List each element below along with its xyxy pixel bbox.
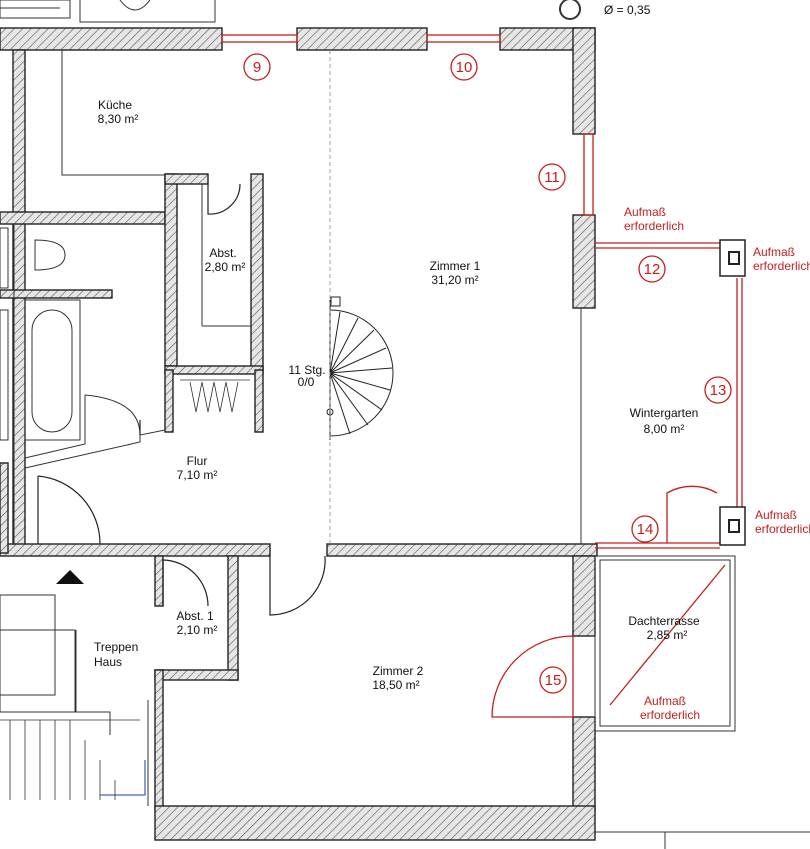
note-2-line1: Aufmaß (753, 245, 795, 259)
svg-text:10: 10 (456, 59, 473, 76)
bottom-fragment (595, 831, 810, 849)
room-kueche-area: 8,30 m² (98, 112, 139, 126)
room-dachterrasse-name: Dachterrasse (628, 614, 700, 628)
room-zimmer2-name: Zimmer 2 (373, 664, 424, 678)
marker-15: 15 (539, 666, 567, 694)
note-3-line1: Aufmaß (755, 508, 797, 522)
scale-note: Ø = 0,35 (604, 3, 651, 17)
room-dachterrasse-area: 2,85 m² (647, 628, 688, 642)
room-flur-name: Flur (187, 454, 208, 468)
marker-9: 9 (243, 53, 271, 81)
note-1-line2: erforderlich (624, 219, 684, 233)
shelf-marks (180, 379, 250, 413)
interior-lines (0, 50, 736, 806)
note-4-line2: erforderlich (640, 708, 700, 722)
room-flur-area: 7,10 m² (177, 468, 218, 482)
svg-text:12: 12 (644, 261, 661, 278)
top-fixture (0, 0, 581, 23)
spiral-stair-steps: 11 Stg. (288, 363, 325, 377)
marker-13: 13 (704, 376, 732, 404)
note-2-line2: erforderlich (753, 259, 810, 273)
room-abst2-name: Abst. (209, 246, 236, 260)
room-abst1-area: 2,10 m² (177, 623, 218, 637)
room-zimmer2-area: 18,50 m² (372, 678, 419, 692)
room-abst2-area: 2,80 m² (205, 260, 246, 274)
marker-10: 10 (450, 53, 478, 81)
room-kueche-name: Küche (98, 98, 132, 112)
doors (37, 183, 326, 616)
svg-text:11: 11 (544, 169, 560, 186)
note-3-line2: erforderlich (755, 522, 810, 536)
room-abst1-name: Abst. 1 (176, 609, 214, 623)
svg-text:13: 13 (710, 382, 727, 399)
room-treppenhaus-name: Treppen (94, 640, 138, 654)
spiral-stair (326, 296, 394, 440)
marker-11: 11 (538, 163, 566, 191)
spiral-stair-ratio: 0/0 (298, 375, 315, 389)
red-elements (221, 34, 743, 718)
room-wintergarten-area: 8,00 m² (644, 422, 685, 436)
svg-text:15: 15 (545, 672, 562, 689)
walls (0, 27, 598, 841)
marker-14: 14 (631, 515, 659, 543)
room-zimmer1-area: 31,20 m² (431, 273, 478, 287)
posts (719, 239, 746, 546)
svg-text:9: 9 (253, 59, 261, 76)
note-1-line1: Aufmaß (624, 205, 666, 219)
stair-direction-arrow (56, 570, 84, 584)
marker-12: 12 (638, 255, 666, 283)
room-treppenhaus-name2: Haus (94, 655, 122, 669)
svg-text:14: 14 (637, 521, 654, 538)
note-4-line1: Aufmaß (644, 694, 686, 708)
room-zimmer1-name: Zimmer 1 (430, 259, 481, 273)
room-wintergarten-name: Wintergarten (630, 406, 699, 420)
